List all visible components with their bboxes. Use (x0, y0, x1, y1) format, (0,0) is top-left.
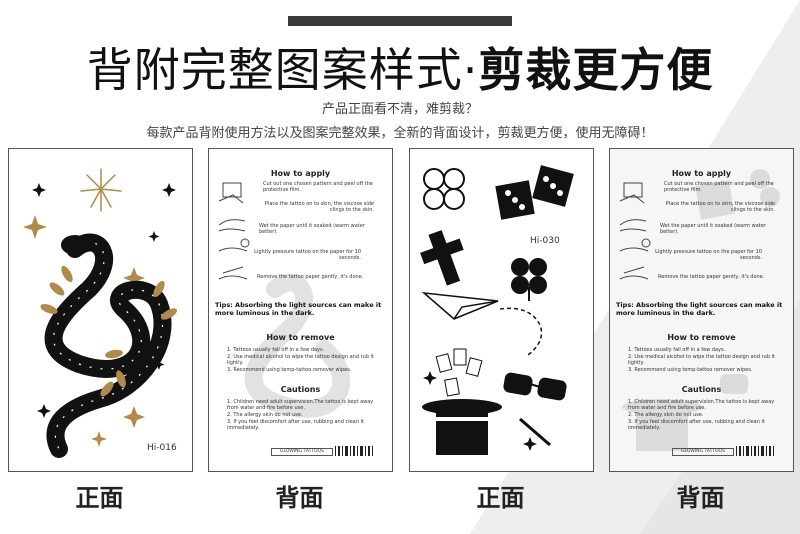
product-code: Hi-016 (147, 443, 177, 453)
icons-tattoo-illustration: Hi-030 (420, 165, 574, 455)
faded-snake-watermark (244, 273, 351, 418)
barcode-icon-2 (736, 446, 774, 456)
top-decor-bar (288, 16, 512, 26)
remove-1-text-2: 1. Tattoos usually fall off in a few day… (628, 347, 726, 353)
step-3-text: Wet the paper until it soaked (warm wate… (259, 223, 365, 235)
step-4-text-2: Lightly pressure tattoo on the paper for… (655, 249, 762, 261)
heading-how-to-remove-2: How to remove (667, 333, 736, 342)
clover-solid-icon (511, 258, 547, 301)
title-bold: 剪裁更方便 (478, 43, 714, 97)
heading-how-to-apply-2: How to apply (671, 169, 732, 178)
page-title: 背附完整图案样式·剪裁更方便 (0, 34, 800, 100)
barcode-icon (335, 446, 373, 456)
caution-2-text: 2. The allergy skin do not use. (227, 412, 303, 418)
heading-how-to-remove: How to remove (266, 333, 335, 342)
hand-icons (218, 182, 250, 280)
dice-icon (495, 165, 574, 220)
step-1-text: Cut out one chosen pattern and peel off … (263, 181, 373, 193)
remove-2-text-2: 2. Use medical alcohol to wipe the tatto… (628, 354, 775, 366)
step-5-text: Remove the tattoo paper gently, it's don… (257, 274, 364, 280)
subtitle-question: 产品正面看不清，难剪裁？ (321, 102, 478, 117)
title-light: 背附完整图案样式· (86, 43, 479, 97)
card-back-instructions-1: How to apply Cut out one chosen pattern … (208, 148, 393, 472)
caption-front-2: 正面 (476, 484, 525, 512)
caution-1-text-2: 1. Children need adult supervision.The t… (628, 399, 775, 411)
faded-icons-watermark (622, 169, 780, 451)
paper-plane-icon (421, 291, 543, 356)
caption-back-2: 背面 (676, 484, 725, 512)
remove-3-text: 3. Recommend using temp-tattoo remover w… (227, 367, 352, 373)
subtitle-description: 每款产品背附使用方法以及图案完整效果，全新的背面设计，剪裁更方便，使用无障碍！ (146, 126, 654, 141)
brand-label-2: GLOWING TATTOOS (672, 448, 734, 456)
heading-cautions-2: Cautions (681, 385, 722, 394)
remove-2-text: 2. Use medical alcohol to wipe the tatto… (227, 354, 374, 366)
caution-1-text: 1. Children need adult supervision.The t… (227, 399, 374, 411)
caution-2-text-2: 2. The allergy skin do not use. (628, 412, 704, 418)
step-2-text: Place the tattoo on to skin, the viscose… (264, 201, 374, 213)
cross-icon (420, 230, 464, 286)
caution-3-text: 3. If you feel discomfort after use, rub… (227, 419, 364, 431)
step-2-text-2: Place the tattoo on to skin, the viscose… (665, 201, 775, 213)
sunglasses-icon (503, 372, 567, 401)
remove-3-text-2: 3. Recommend using temp-tattoo remover w… (628, 367, 753, 373)
caption-front-1: 正面 (75, 484, 124, 512)
heading-cautions: Cautions (280, 385, 321, 394)
caption-back-1: 背面 (275, 484, 324, 512)
instructions-panel: How to apply Cut out one chosen pattern … (209, 149, 392, 471)
card-front-snake: Hi-016 (8, 148, 193, 472)
snake-tattoo-illustration (23, 168, 178, 458)
step-4-text: Lightly pressure tattoo on the paper for… (254, 249, 361, 261)
heading-how-to-apply: How to apply (270, 169, 331, 178)
step-5-text-2: Remove the tattoo paper gently, it's don… (658, 274, 765, 280)
tips-text-2: Tips: Absorbing the light sources can ma… (616, 301, 783, 317)
card-front-icons: Hi-030 (409, 148, 594, 472)
magic-hat-icon (422, 348, 551, 455)
product-code-2: Hi-030 (530, 236, 560, 246)
remove-1-text: 1. Tattoos usually fall off in a few day… (227, 347, 325, 353)
clover-outline-icon (423, 168, 465, 210)
tips-text: Tips: Absorbing the light sources can ma… (215, 301, 382, 317)
caution-3-text-2: 3. If you feel discomfort after use, rub… (628, 419, 765, 431)
step-1-text-2: Cut out one chosen pattern and peel off … (664, 181, 774, 193)
instructions-panel-2: How to apply Cut out one chosen pattern … (610, 149, 793, 471)
card-back-instructions-2: How to apply Cut out one chosen pattern … (609, 148, 794, 472)
step-3-text-2: Wet the paper until it soaked (warm wate… (660, 223, 766, 235)
brand-label: GLOWING TATTOOS (271, 448, 333, 456)
hand-icons-2 (619, 182, 651, 280)
